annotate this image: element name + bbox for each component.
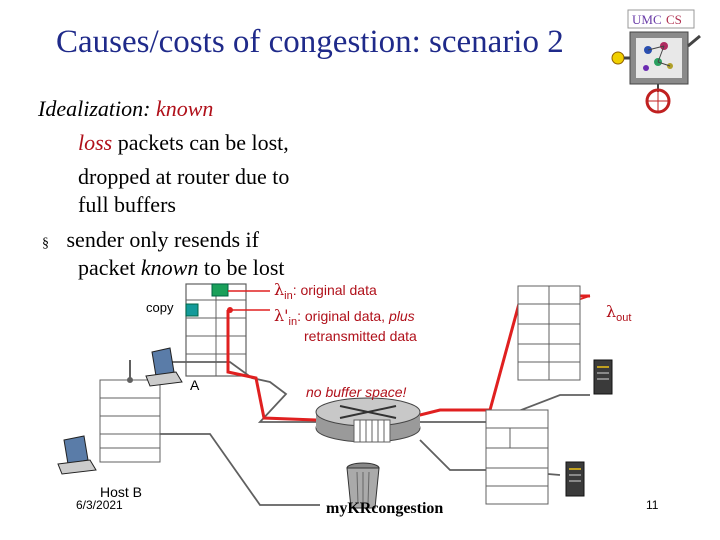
copy-label: copy — [146, 300, 174, 315]
host-a-stack — [99, 360, 161, 463]
receiver-buffer — [517, 285, 581, 381]
bullet-line: § sender only resends if — [42, 227, 259, 252]
slide-title: Causes/costs of congestion: scenario 2 — [56, 24, 564, 60]
router-a-label: A — [190, 377, 200, 393]
retransmitted-label: retransmitted data — [304, 328, 417, 344]
original-packet — [211, 283, 229, 297]
lambda-out-label: λout — [606, 302, 632, 325]
laptop-icon — [57, 435, 97, 475]
server-icon — [565, 461, 585, 497]
dropped-line: dropped at router due to — [78, 164, 290, 189]
congested-router — [315, 397, 421, 443]
packet-known-line: packet known to be lost — [78, 255, 285, 280]
router-a-buffer — [185, 283, 247, 377]
unicycle-robot-logo: UMC CS — [611, 9, 701, 114]
footer-date: 6/3/2021 — [76, 498, 123, 512]
idealization-line: Idealization: known — [38, 96, 214, 121]
svg-text:UMC: UMC — [632, 12, 662, 27]
lambda-prime-label: λ'in: original data, plus — [274, 306, 415, 329]
lambda-in-label: λin: original data — [274, 280, 377, 303]
page-number: 11 — [646, 498, 659, 512]
host-b-label: Host B — [100, 484, 143, 500]
trash-can-icon — [346, 462, 380, 509]
server-icon — [593, 359, 613, 395]
loss-line: loss packets can be lost, — [78, 130, 289, 155]
svg-text:CS: CS — [666, 12, 682, 27]
bullet-icon: § — [42, 236, 49, 251]
no-buffer-label: no buffer space! — [306, 384, 407, 400]
footer-title: myKRcongestion — [326, 500, 444, 517]
laptop-icon — [145, 347, 183, 387]
copy-packet — [185, 303, 199, 317]
host-b-stack — [485, 409, 549, 505]
full-buffers-line: full buffers — [78, 192, 176, 217]
